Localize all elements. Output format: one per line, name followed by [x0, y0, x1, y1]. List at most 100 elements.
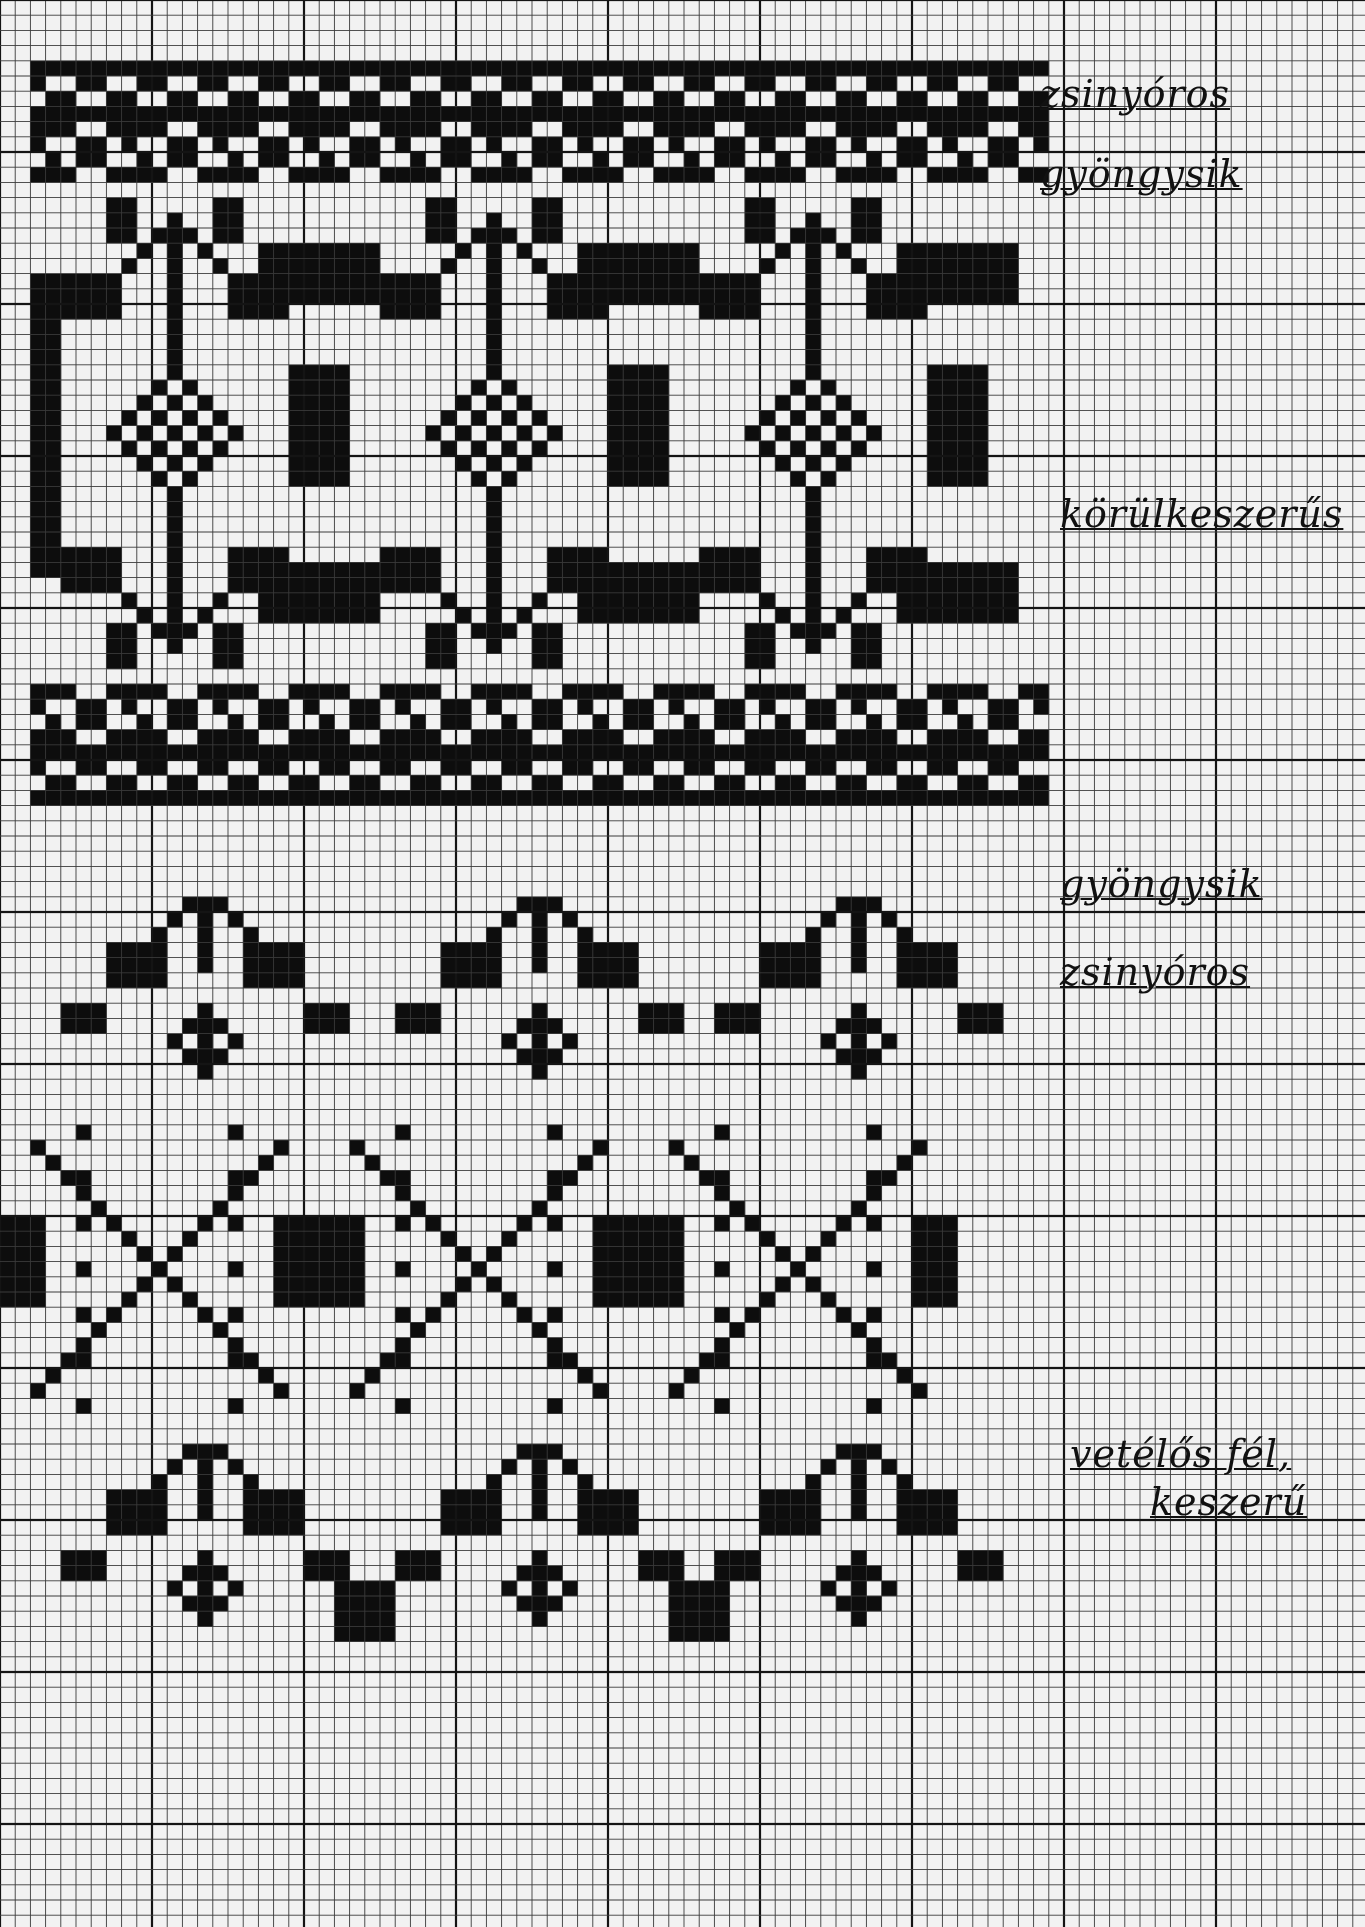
braid-cell: [182, 61, 198, 77]
cross-cell: [76, 1186, 92, 1202]
cross-cell: [334, 1292, 350, 1308]
bead-cell: [684, 152, 700, 168]
tulip-star-cell: [806, 593, 822, 609]
flower-cell: [258, 1490, 274, 1506]
braid-cell: [730, 106, 746, 122]
leaf-block-cell: [380, 1611, 396, 1627]
braid-cell: [365, 91, 381, 107]
leaf-block-cell: [897, 258, 913, 274]
tulip-star-cell: [380, 547, 396, 563]
flower-cell: [517, 897, 533, 913]
leaf-block-cell: [684, 258, 700, 274]
flower-cell: [410, 1003, 426, 1019]
leaf-block-cell: [684, 274, 700, 290]
flower-cell: [304, 1550, 320, 1566]
leaf-block-cell: [973, 593, 989, 609]
bead-cell: [1018, 684, 1034, 700]
bead-cell: [456, 152, 472, 168]
braid-cell: [958, 775, 974, 791]
flower-cell: [167, 912, 183, 928]
leaf-block-cell: [684, 608, 700, 624]
bead-cell: [137, 167, 153, 183]
leaf-block-cell: [1003, 608, 1019, 624]
flower-cell: [714, 1566, 730, 1582]
cross-cell: [851, 1201, 867, 1217]
flower-cell: [319, 1003, 335, 1019]
tulip-star-cell: [806, 562, 822, 578]
braid-cell: [167, 745, 183, 761]
braid-cell: [471, 91, 487, 107]
flower-cell: [608, 1520, 624, 1536]
braid-cell: [289, 775, 305, 791]
cross-cell: [319, 1246, 335, 1262]
bead-cell: [517, 684, 533, 700]
tulip-star-cell: [806, 486, 822, 502]
border-block-cell: [46, 426, 62, 442]
bead-cell: [426, 730, 442, 746]
bead-cell: [502, 730, 518, 746]
braid-cell: [76, 790, 92, 806]
bead-cell: [973, 730, 989, 746]
border-block-cell: [46, 350, 62, 366]
tulip-star-cell: [228, 426, 244, 442]
cross-cell: [547, 1398, 563, 1414]
bead-cell: [866, 167, 882, 183]
bead-cell: [821, 137, 837, 153]
tulip-star-cell: [213, 441, 229, 457]
flower-cell: [228, 1034, 244, 1050]
flower-cell: [988, 1003, 1004, 1019]
leaf-block-cell: [365, 1626, 381, 1642]
flower-cell: [593, 1490, 609, 1506]
leaf-block-cell: [942, 471, 958, 487]
leaf-block-cell: [608, 395, 624, 411]
border-block-cell: [46, 456, 62, 472]
cross-cell: [228, 1353, 244, 1369]
flower-cell: [532, 1581, 548, 1597]
braid-cell: [684, 106, 700, 122]
flower-cell: [61, 1003, 77, 1019]
braid-cell: [213, 61, 229, 77]
flower-cell: [775, 958, 791, 974]
tulip-star-cell: [866, 274, 882, 290]
bead-cell: [30, 730, 46, 746]
tulip-star-cell: [167, 638, 183, 654]
flower-cell: [547, 1049, 563, 1065]
cross-cell: [927, 1292, 943, 1308]
tulip-star-cell: [730, 274, 746, 290]
bead-cell: [152, 684, 168, 700]
braid-cell: [213, 760, 229, 776]
leaf-block-cell: [958, 562, 974, 578]
braid-cell: [851, 61, 867, 77]
leaf-block-cell: [958, 410, 974, 426]
flower-cell: [866, 1018, 882, 1034]
flower-cell: [973, 1003, 989, 1019]
cross-cell: [882, 1170, 898, 1186]
braid-cell: [790, 790, 806, 806]
bead-cell: [319, 167, 335, 183]
leaf-block-cell: [714, 1611, 730, 1627]
tulip-star-cell: [91, 274, 107, 290]
flower-cell: [836, 1566, 852, 1582]
braid-cell: [167, 775, 183, 791]
bead-cell: [486, 684, 502, 700]
cross-cell: [228, 1307, 244, 1323]
bead-cell: [912, 714, 928, 730]
leaf-block-cell: [608, 380, 624, 396]
braid-cell: [623, 106, 639, 122]
tulip-star-cell: [866, 289, 882, 305]
tulip-star-cell: [167, 547, 183, 563]
tulip-star-cell: [836, 456, 852, 472]
tulip-star-cell: [775, 456, 791, 472]
tulip-star-cell: [486, 228, 502, 244]
tulip-star-cell: [441, 593, 457, 609]
flower-cell: [198, 1581, 214, 1597]
braid-cell: [973, 61, 989, 77]
braid-cell: [122, 745, 138, 761]
bead-cell: [319, 730, 335, 746]
flower-cell: [532, 1596, 548, 1612]
cross-cell: [942, 1231, 958, 1247]
flower-cell: [274, 1520, 290, 1536]
cross-cell: [456, 1277, 472, 1293]
braid-cell: [806, 61, 822, 77]
cross-cell: [228, 1338, 244, 1354]
